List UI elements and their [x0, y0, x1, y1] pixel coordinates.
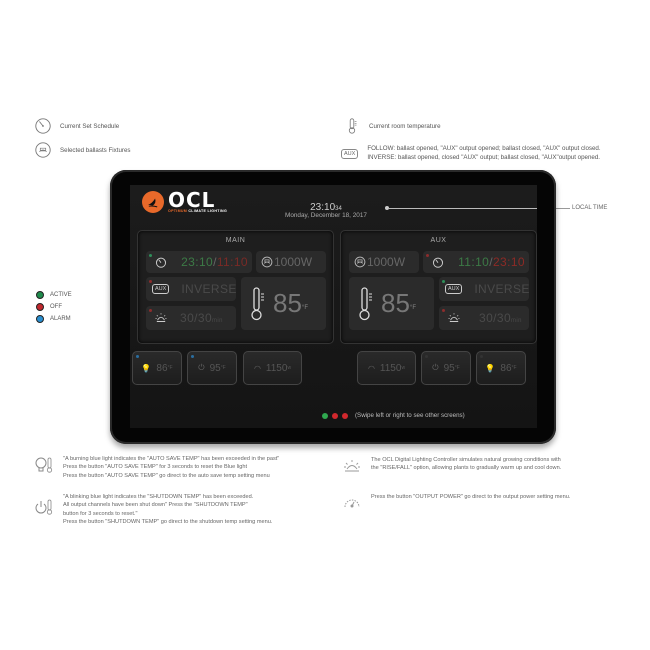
- local-time-arrow: [556, 208, 570, 209]
- clock-date: Monday, December 18, 2017: [285, 212, 367, 219]
- thermometer-icon: [359, 286, 372, 320]
- status-led: [426, 254, 429, 257]
- status-led: [136, 355, 139, 358]
- aux-rise-fall-tile[interactable]: 30/30min: [439, 306, 529, 330]
- status-alarm: ALARM: [36, 313, 72, 325]
- power-thermometer-icon: [35, 499, 53, 515]
- aux-inverse-desc: INVERSE: ballast opened, closed "AUX" ou…: [367, 153, 601, 161]
- ballast-fixture-icon: [261, 256, 273, 268]
- status-led: [149, 254, 152, 257]
- aux-follow-desc: FOLLOW: ballast opened, "AUX" output ope…: [367, 145, 601, 152]
- local-time-label: LOCAL TIME: [572, 205, 608, 211]
- page-dot-1[interactable]: [322, 412, 328, 419]
- main-auto-save-temp-button[interactable]: 💡 86°F: [132, 351, 182, 385]
- note-shutdown: "A blinking blue light indicates the "SH…: [34, 493, 272, 527]
- legend-schedule: Current Set Schedule: [34, 117, 119, 135]
- sunrise-icon: [344, 460, 360, 472]
- aux-temperature-tile: 85 °F: [349, 277, 434, 330]
- aux-tag-icon: AUX: [445, 284, 463, 294]
- bulb-thermometer-icon: 💡: [485, 363, 496, 373]
- aux-aux-mode-tile[interactable]: AUX INVERSE: [439, 277, 529, 301]
- aux-temp-value: 85: [381, 288, 410, 318]
- note-output-power: Press the button "OUTPUT POWER" go direc…: [342, 493, 570, 513]
- power-thermometer-icon: ⏻: [198, 363, 205, 372]
- off-dot-icon: [36, 303, 44, 311]
- status-off: OFF: [36, 301, 72, 313]
- aux-auto-save-temp-button[interactable]: 💡 86°F: [476, 351, 526, 385]
- status-active: ACTIVE: [36, 289, 72, 301]
- status-led: [442, 280, 445, 283]
- active-dot-icon: [36, 291, 44, 299]
- legend-aux-mode: AUX FOLLOW: ballast opened, "AUX" output…: [341, 145, 601, 162]
- main-temp-value: 85: [273, 288, 302, 318]
- aux-panel: AUX 1000W 11:10/23:10 85 °F AUX INVERSE: [340, 230, 537, 344]
- controller-screen: OCL OPTIMUM CLIMATE LIGHTING 23:1034 Mon…: [130, 185, 537, 428]
- bulb-thermometer-icon: 💡: [141, 363, 152, 373]
- bulb-thermometer-icon: [35, 457, 53, 473]
- leaf-logo-icon: [142, 191, 164, 213]
- gauge-icon: ◠: [253, 363, 261, 373]
- legend-room-temp-label: Current room temperature: [369, 122, 441, 130]
- ballast-fixture-icon: [354, 256, 366, 268]
- sunrise-icon: [155, 313, 167, 322]
- aux-title: AUX: [430, 237, 447, 244]
- page-dot-3[interactable]: [342, 412, 348, 419]
- gauge-icon: ◠: [367, 363, 375, 373]
- clock-time: 23:10: [310, 202, 336, 213]
- legend-fixtures: Selected ballasts Fixtures: [34, 141, 131, 159]
- clock-pointer-dot: [385, 206, 389, 210]
- timer-icon: [155, 257, 167, 268]
- ocl-logo: OCL OPTIMUM CLIMATE LIGHTING: [142, 190, 227, 213]
- ballast-fixture-icon: [34, 141, 52, 159]
- main-shutdown-temp-button[interactable]: ⏻ 95°F: [187, 351, 237, 385]
- power-thermometer-icon: ⏻: [432, 363, 439, 372]
- screen-pager[interactable]: (Swipe left or right to see other screen…: [322, 412, 465, 419]
- main-rise-fall-tile[interactable]: 30/30min: [146, 306, 236, 330]
- main-temperature-tile: 85 °F: [241, 277, 326, 330]
- aux-fixture-power-tile[interactable]: 1000W: [349, 251, 419, 273]
- clock-seconds: 34: [335, 206, 342, 212]
- note-rise-fall: The OCL Digital Lighting Controller simu…: [342, 456, 561, 476]
- status-led: [442, 309, 445, 312]
- sunrise-icon: [448, 313, 460, 322]
- legend-room-temp: Current room temperature: [343, 117, 441, 135]
- status-legend: ACTIVE OFF ALARM: [36, 289, 72, 325]
- alarm-dot-icon: [36, 315, 44, 323]
- status-led: [149, 280, 152, 283]
- aux-schedule-tile[interactable]: 11:10/23:10: [423, 251, 529, 273]
- main-fixture-power-tile[interactable]: 1000W: [256, 251, 326, 273]
- legend-fixtures-label: Selected ballasts Fixtures: [60, 146, 131, 154]
- gauge-icon: [344, 499, 360, 508]
- clock: 23:1034 Monday, December 18, 2017: [285, 202, 367, 219]
- legend-schedule-label: Current Set Schedule: [60, 122, 120, 130]
- thermometer-icon: [343, 117, 361, 135]
- aux-tag-icon: AUX: [341, 148, 359, 159]
- status-led: [480, 355, 483, 358]
- status-led: [425, 355, 428, 358]
- swipe-hint: (Swipe left or right to see other screen…: [355, 412, 465, 419]
- status-led: [191, 355, 194, 358]
- main-title: MAIN: [225, 237, 246, 244]
- status-led: [149, 309, 152, 312]
- timer-icon: [34, 117, 52, 135]
- aux-shutdown-temp-button[interactable]: ⏻ 95°F: [421, 351, 471, 385]
- tablet-device: OCL OPTIMUM CLIMATE LIGHTING 23:1034 Mon…: [110, 170, 556, 444]
- page-dot-2[interactable]: [332, 412, 338, 419]
- main-panel: MAIN 23:10/11:10 1000W AUX INVERSE 30/30…: [137, 230, 334, 344]
- main-schedule-tile[interactable]: 23:10/11:10: [146, 251, 252, 273]
- clock-pointer-line: [388, 208, 537, 209]
- aux-tag-icon: AUX: [152, 284, 170, 294]
- note-auto-save: "A burning blue light indicates the "AUT…: [34, 455, 279, 480]
- thermometer-icon: [251, 286, 264, 320]
- timer-icon: [432, 257, 444, 268]
- main-aux-mode-tile[interactable]: AUX INVERSE: [146, 277, 236, 301]
